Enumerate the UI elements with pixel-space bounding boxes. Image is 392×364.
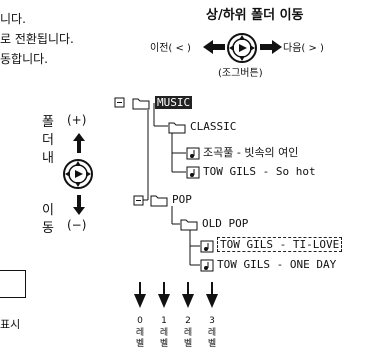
tree-song3-label: TOW GILS - TI-LOVE — [217, 237, 343, 252]
in-folder-label: 폴 더 내 — [42, 115, 54, 166]
level-1-label: 레 벨 — [159, 328, 169, 349]
display-label: 표시 — [0, 318, 21, 331]
intro-text-line3: 동합니다. — [0, 52, 48, 66]
tree-classic-label: CLASSIC — [190, 120, 237, 133]
folder-open-icon — [132, 98, 150, 110]
minus-label: (−) — [67, 218, 87, 232]
jog-dial-icon — [227, 33, 257, 63]
arrow-up-icon — [73, 133, 85, 153]
plus-label: (+) — [67, 113, 87, 127]
level-0-num: 0 — [137, 316, 143, 326]
level-arrows — [134, 282, 218, 308]
level-2-label: 레 벨 — [183, 328, 193, 349]
level-3-label: 레 벨 — [207, 328, 217, 349]
intro-text-line2: 로 전환됩니다. — [0, 32, 74, 46]
jog-button-label: (조그버튼) — [218, 68, 263, 79]
display-box — [0, 270, 26, 298]
tree-song2-label: TOW GILS - So hot — [203, 165, 316, 178]
folder-icon — [150, 195, 168, 207]
tree-song4-label: TOW GILS - ONE DAY — [217, 258, 337, 271]
next-label: 다음( > ) — [283, 43, 324, 54]
move-label: 이 동 — [42, 203, 54, 236]
level-1-num: 1 — [161, 316, 167, 326]
tree-oldpop-label: OLD POP — [202, 217, 249, 230]
music-file-icon — [186, 147, 200, 160]
level-0-label: 레 벨 — [135, 328, 145, 349]
level-2-num: 2 — [185, 316, 191, 326]
arrow-right-icon — [260, 40, 282, 54]
music-file-icon — [186, 166, 200, 179]
folder-icon — [180, 219, 198, 231]
folder-icon — [168, 122, 186, 134]
tree-song1-label: 조곡풀 - 빗속의 여인 — [203, 146, 299, 159]
music-file-icon — [200, 240, 214, 253]
folder-move-title: 상/하위 폴더 이동 — [206, 8, 304, 23]
tree-pop-label: POP — [172, 193, 192, 206]
arrow-left-icon — [203, 40, 225, 54]
tree-root-label: MUSIC — [155, 96, 193, 109]
jog-dial-vertical-icon — [63, 159, 93, 189]
prev-label: 이전( < ) — [150, 43, 191, 54]
arrow-down-icon — [73, 195, 85, 215]
music-file-icon — [200, 259, 214, 272]
intro-text-line1: 니다. — [0, 12, 26, 26]
level-3-num: 3 — [209, 316, 215, 326]
